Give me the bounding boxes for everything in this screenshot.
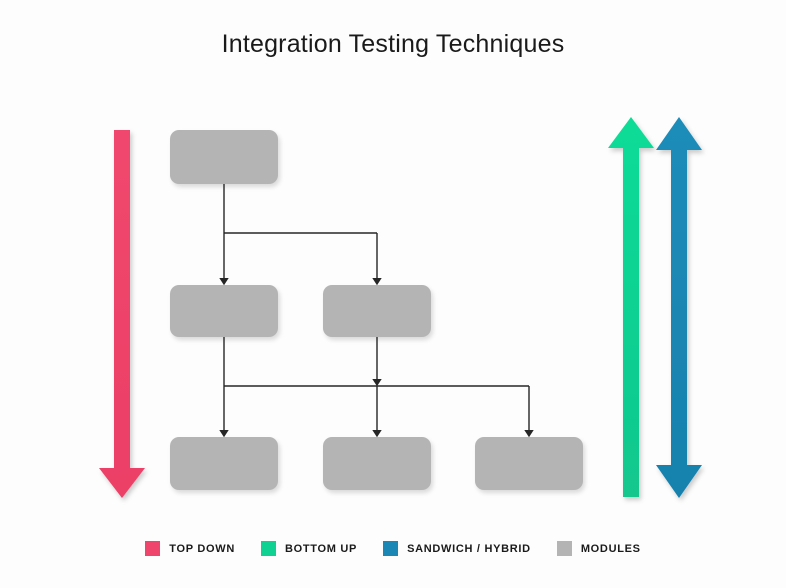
sandwich-hybrid-arrow[interactable]	[656, 117, 702, 498]
page-title: Integration Testing Techniques	[221, 30, 565, 58]
module-box-3-2[interactable]	[323, 437, 431, 490]
legend-swatch-modules	[556, 541, 572, 556]
legend-item-bottom-up[interactable]: BOTTOM UP	[260, 541, 358, 556]
module-box-1-1[interactable]	[170, 130, 278, 184]
legend-item-modules[interactable]: MODULES	[556, 541, 641, 556]
legend-swatch-bottom-up	[260, 541, 276, 556]
legend-label-sandwich-hybrid: SANDWICH / HYBRID	[407, 542, 531, 555]
legend-label-bottom-up: BOTTOM UP	[284, 542, 358, 555]
module-box-2-1[interactable]	[170, 285, 278, 337]
legend-item-top-down[interactable]: TOP DOWN	[145, 541, 235, 556]
bottom-up-arrow[interactable]	[608, 117, 654, 497]
module-box-3-1[interactable]	[170, 437, 278, 490]
legend-item-sandwich-hybrid[interactable]: SANDWICH / HYBRID	[383, 541, 531, 556]
legend-swatch-sandwich-hybrid	[383, 541, 399, 556]
legend-swatch-top-down	[145, 541, 161, 556]
module-box-2-2[interactable]	[323, 285, 431, 337]
legend-label-modules: MODULES	[580, 542, 641, 555]
legend: TOP DOWN BOTTOM UP SANDWICH / HYBRID MOD…	[0, 541, 786, 556]
top-down-arrow[interactable]	[99, 130, 145, 498]
module-box-3-3[interactable]	[475, 437, 583, 490]
legend-label-top-down: TOP DOWN	[169, 542, 235, 555]
